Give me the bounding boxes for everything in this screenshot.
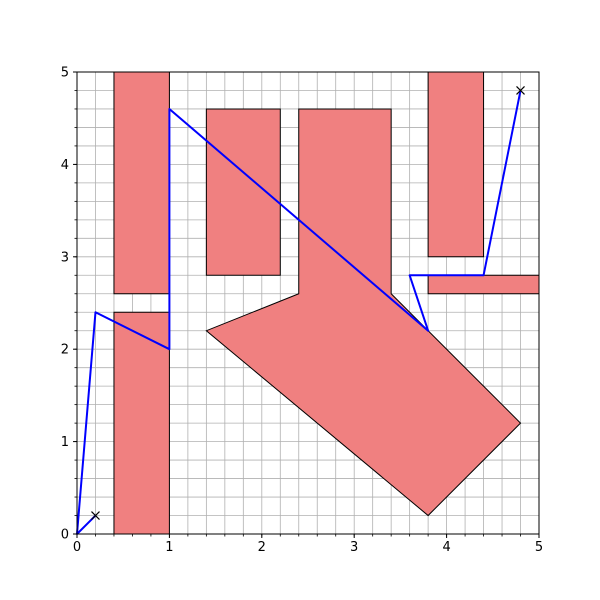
- x-tick-label: 3: [350, 540, 358, 555]
- x-tick-label: 5: [535, 540, 543, 555]
- obstacle-4: [205, 108, 522, 517]
- x-tick-label: 1: [165, 540, 173, 555]
- obstacle-5: [427, 71, 485, 258]
- path-line: [76, 90, 522, 535]
- x-tick-label: 2: [258, 540, 266, 555]
- start-marker: [91, 511, 100, 520]
- obstacle-3: [205, 108, 281, 276]
- y-tick-label: 3: [61, 250, 69, 265]
- obstacle-6: [427, 274, 540, 295]
- y-tick-label: 1: [61, 435, 69, 450]
- obstacles: [113, 71, 540, 535]
- y-tick-label: 4: [61, 158, 69, 173]
- x-tick-label: 4: [442, 540, 450, 555]
- obstacle-1: [113, 71, 170, 295]
- start-marker-stroke: [91, 511, 100, 520]
- path-series: [76, 90, 522, 535]
- goal-marker: [516, 86, 525, 95]
- axes: 0 1 2 3 4 5 0 1 2 3 4 5: [61, 66, 543, 556]
- y-tick-label: 2: [61, 343, 69, 358]
- goal-marker-stroke: [516, 86, 525, 95]
- x-tick-label: 0: [73, 540, 81, 555]
- y-tick-label: 0: [61, 528, 69, 543]
- axes-frame: [76, 71, 540, 535]
- y-tick-label: 5: [61, 66, 69, 81]
- markers: [91, 86, 525, 520]
